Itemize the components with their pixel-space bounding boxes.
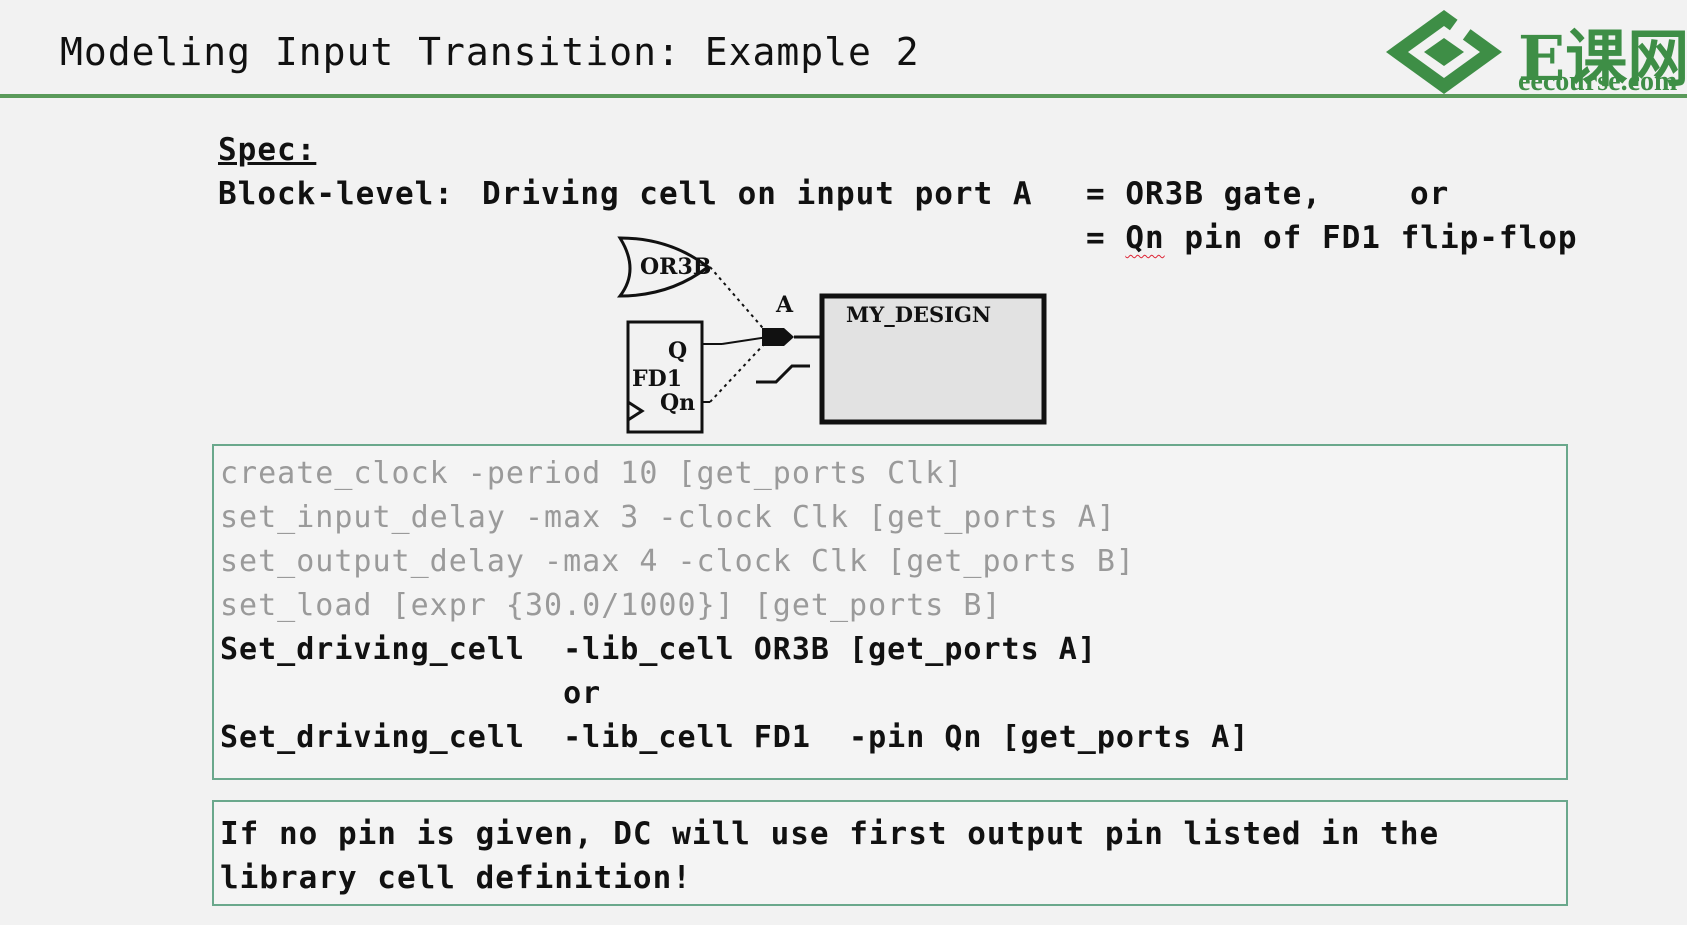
port-a-label: A: [776, 292, 794, 318]
my-design-label: MY_DESIGN: [846, 302, 992, 327]
code-line: Set_driving_cell -lib_cell FD1 -pin Qn […: [220, 720, 1250, 755]
spec-label: Spec:: [218, 132, 317, 168]
code-line: or: [220, 676, 602, 711]
logo-diamond-icon: [1386, 10, 1502, 94]
transition-ramp-icon: [756, 364, 810, 384]
logo-chinese-text: E课网: [1518, 22, 1687, 95]
or3b-gate-shape: [616, 236, 711, 298]
port-a-arrow-icon: [762, 328, 794, 346]
fd1-q-label: Q: [668, 338, 688, 364]
qn-option: = Qn pin of FD1 flip-flop: [1086, 220, 1578, 256]
driving-cell-description: Driving cell on input port A: [482, 176, 1033, 212]
or3b-dotted-wire: [709, 266, 769, 335]
or3b-gate-label: OR3B: [640, 254, 712, 280]
fd1-label: FD1: [632, 366, 683, 392]
circuit-schematic: [616, 236, 1047, 434]
code-line: set_output_delay -max 4 -clock Clk [get_…: [220, 544, 1135, 579]
qn-dotted-wire: [709, 339, 769, 403]
code-line: set_input_delay -max 3 -clock Clk [get_p…: [220, 500, 1116, 535]
fd1-qn-label: Qn: [660, 390, 696, 416]
my-design-block: [819, 293, 1047, 425]
block-level-label: Block-level:: [218, 176, 454, 212]
qn-option-pin: Qn: [1125, 220, 1165, 256]
note-box: If no pin is given, DC will use first ou…: [212, 800, 1568, 906]
slide-title: Modeling Input Transition: Example 2: [60, 30, 920, 74]
qn-option-prefix: =: [1086, 220, 1126, 256]
code-line: Set_driving_cell -lib_cell OR3B [get_por…: [220, 632, 1097, 667]
code-line: set_load [expr {30.0/1000}] [get_ports B…: [220, 588, 1002, 623]
or3b-option: = OR3B gate,: [1086, 176, 1322, 212]
qn-option-rest: pin of FD1 flip-flop: [1164, 220, 1578, 256]
code-line: create_clock -period 10 [get_ports Clk]: [220, 456, 964, 491]
clock-triangle-icon: [627, 400, 645, 422]
or-connector: or: [1410, 176, 1450, 212]
title-divider: [0, 94, 1687, 98]
note-text: If no pin is given, DC will use first ou…: [220, 816, 1440, 896]
circuit-diagram: OR3B FD1 Q Qn A MY_DESIGN: [600, 230, 1080, 444]
eecourse-logo: E课网 eecourse.com: [1378, 6, 1687, 98]
constraint-code-block: create_clock -period 10 [get_ports Clk] s…: [212, 444, 1568, 780]
logo-english-text: eecourse.com: [1518, 66, 1678, 97]
